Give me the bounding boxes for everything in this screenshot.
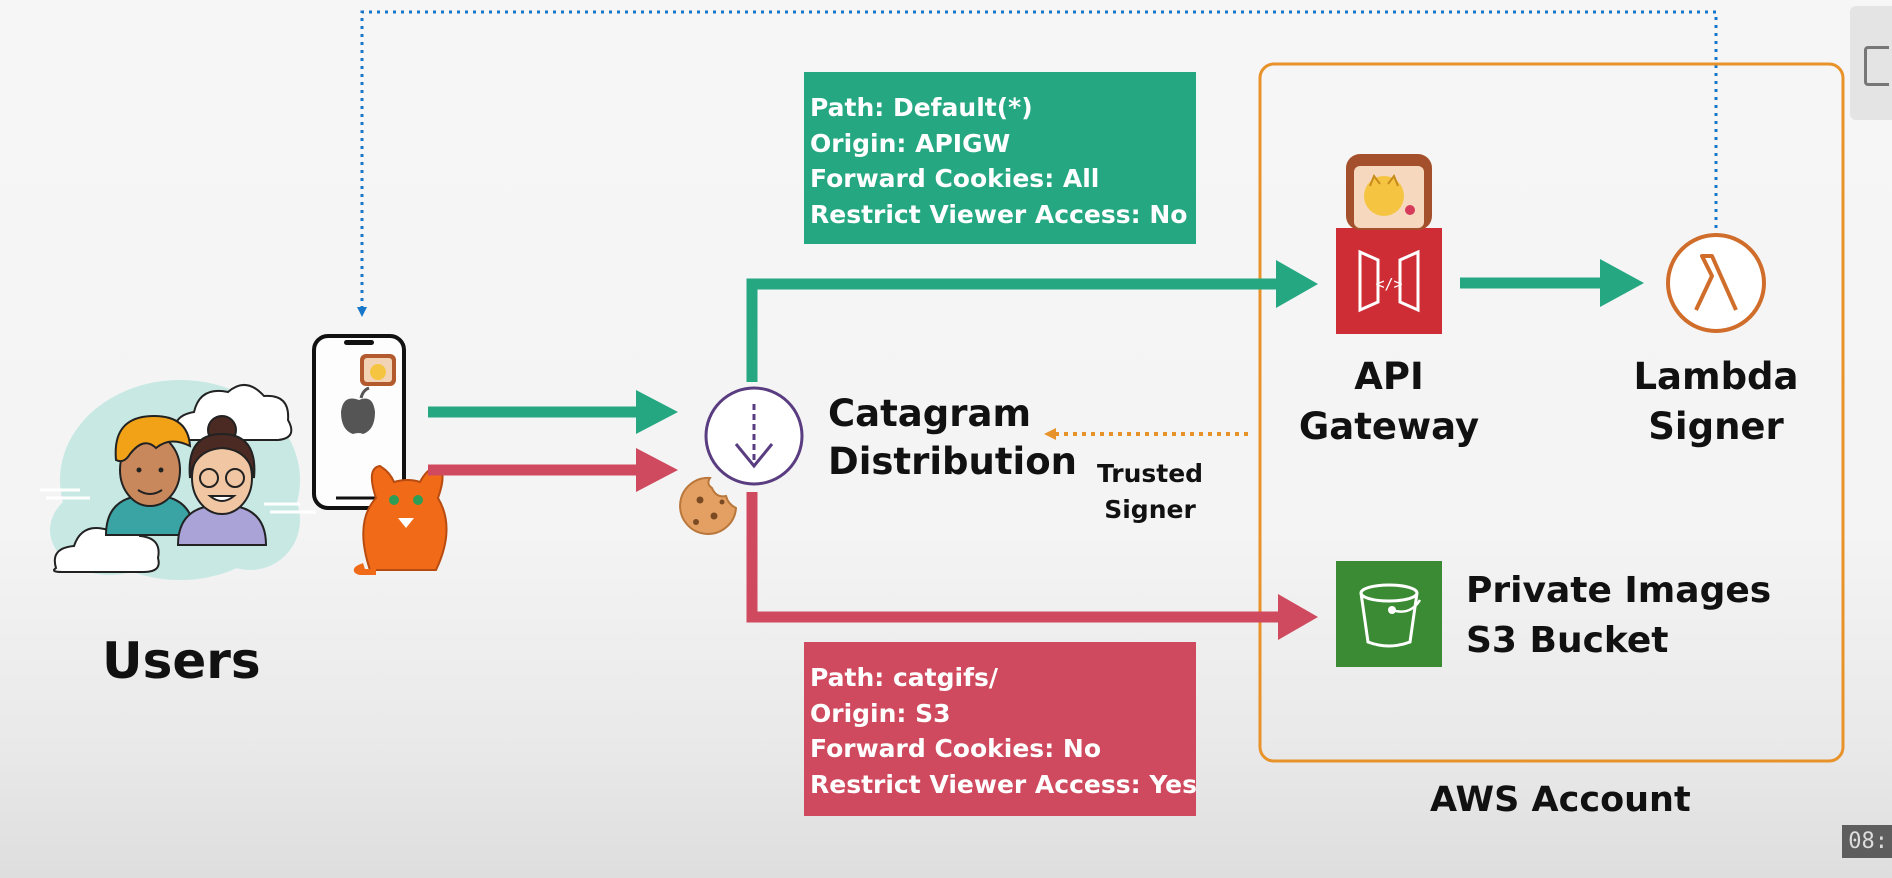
- api-gateway-label: API Gateway: [1290, 352, 1488, 452]
- cat-illustration: [353, 464, 448, 575]
- default-restrict-viewer-access: Restrict Viewer Access: No: [810, 199, 1188, 229]
- trusted-signer-line2: Signer: [1104, 495, 1196, 524]
- catgifs-behavior-box: Path: catgifs/ Origin: S3 Forward Cookie…: [804, 642, 1197, 816]
- default-origin: Origin: APIGW: [810, 128, 1011, 158]
- distribution-label: Catagram Distribution: [828, 390, 1077, 486]
- s3-line1: Private Images: [1466, 570, 1772, 611]
- trusted-signer-line1: Trusted: [1096, 459, 1204, 488]
- trusted-signer-label: Trusted Signer: [1090, 456, 1210, 528]
- video-timestamp: 08:: [1842, 825, 1892, 858]
- s3-bucket-label: Private Images S3 Bucket: [1466, 566, 1771, 666]
- catagram-app-icon: [360, 354, 396, 386]
- users-label: Users: [102, 632, 261, 690]
- lambda-signer-label: Lambda Signer: [1616, 352, 1816, 452]
- lambda-line2: Signer: [1648, 405, 1784, 448]
- catgifs-path: Path: catgifs/: [810, 663, 998, 692]
- user-avatar-2: [176, 415, 268, 546]
- lambda-icon: [1666, 233, 1766, 333]
- api-gateway-line1: API: [1354, 355, 1424, 398]
- s3-line2: S3 Bucket: [1466, 620, 1669, 661]
- catgifs-origin: Origin: S3: [810, 698, 951, 728]
- api-gateway-icon: </>: [1336, 228, 1442, 334]
- cookie-icon: [679, 476, 738, 535]
- catgifs-behavior-path: [746, 492, 1282, 623]
- catgifs-restrict-viewer-access: Restrict Viewer Access: Yes: [810, 769, 1197, 799]
- aws-account-label: AWS Account: [1430, 780, 1691, 820]
- panel-toggle-icon: [1864, 46, 1889, 86]
- distribution-label-line2: Distribution: [828, 440, 1077, 483]
- default-path: Path: Default(*): [810, 93, 1033, 122]
- signed-cookie-return-arrow: [357, 10, 1718, 317]
- catagram-app-icon-large: [1346, 154, 1432, 230]
- cloudfront-distribution-icon: [704, 386, 804, 486]
- user-avatar-1: [104, 414, 196, 536]
- apple-logo-icon: [341, 398, 375, 434]
- users-illustration: [40, 380, 316, 580]
- default-behavior-path: [746, 278, 1280, 382]
- aws-account-box: [1258, 62, 1845, 763]
- lambda-line1: Lambda: [1633, 355, 1799, 398]
- api-gateway-line2: Gateway: [1298, 405, 1480, 448]
- default-forward-cookies: Forward Cookies: All: [810, 164, 1100, 193]
- player-panel-button[interactable]: [1850, 6, 1892, 120]
- s3-bucket-icon: [1336, 561, 1442, 667]
- catgifs-forward-cookies: Forward Cookies: No: [810, 734, 1101, 763]
- distribution-label-line1: Catagram: [828, 392, 1032, 435]
- phone-device: [312, 334, 406, 510]
- svg-text:</>: </>: [1375, 275, 1402, 293]
- default-behavior-box: Path: Default(*) Origin: APIGW Forward C…: [804, 72, 1196, 244]
